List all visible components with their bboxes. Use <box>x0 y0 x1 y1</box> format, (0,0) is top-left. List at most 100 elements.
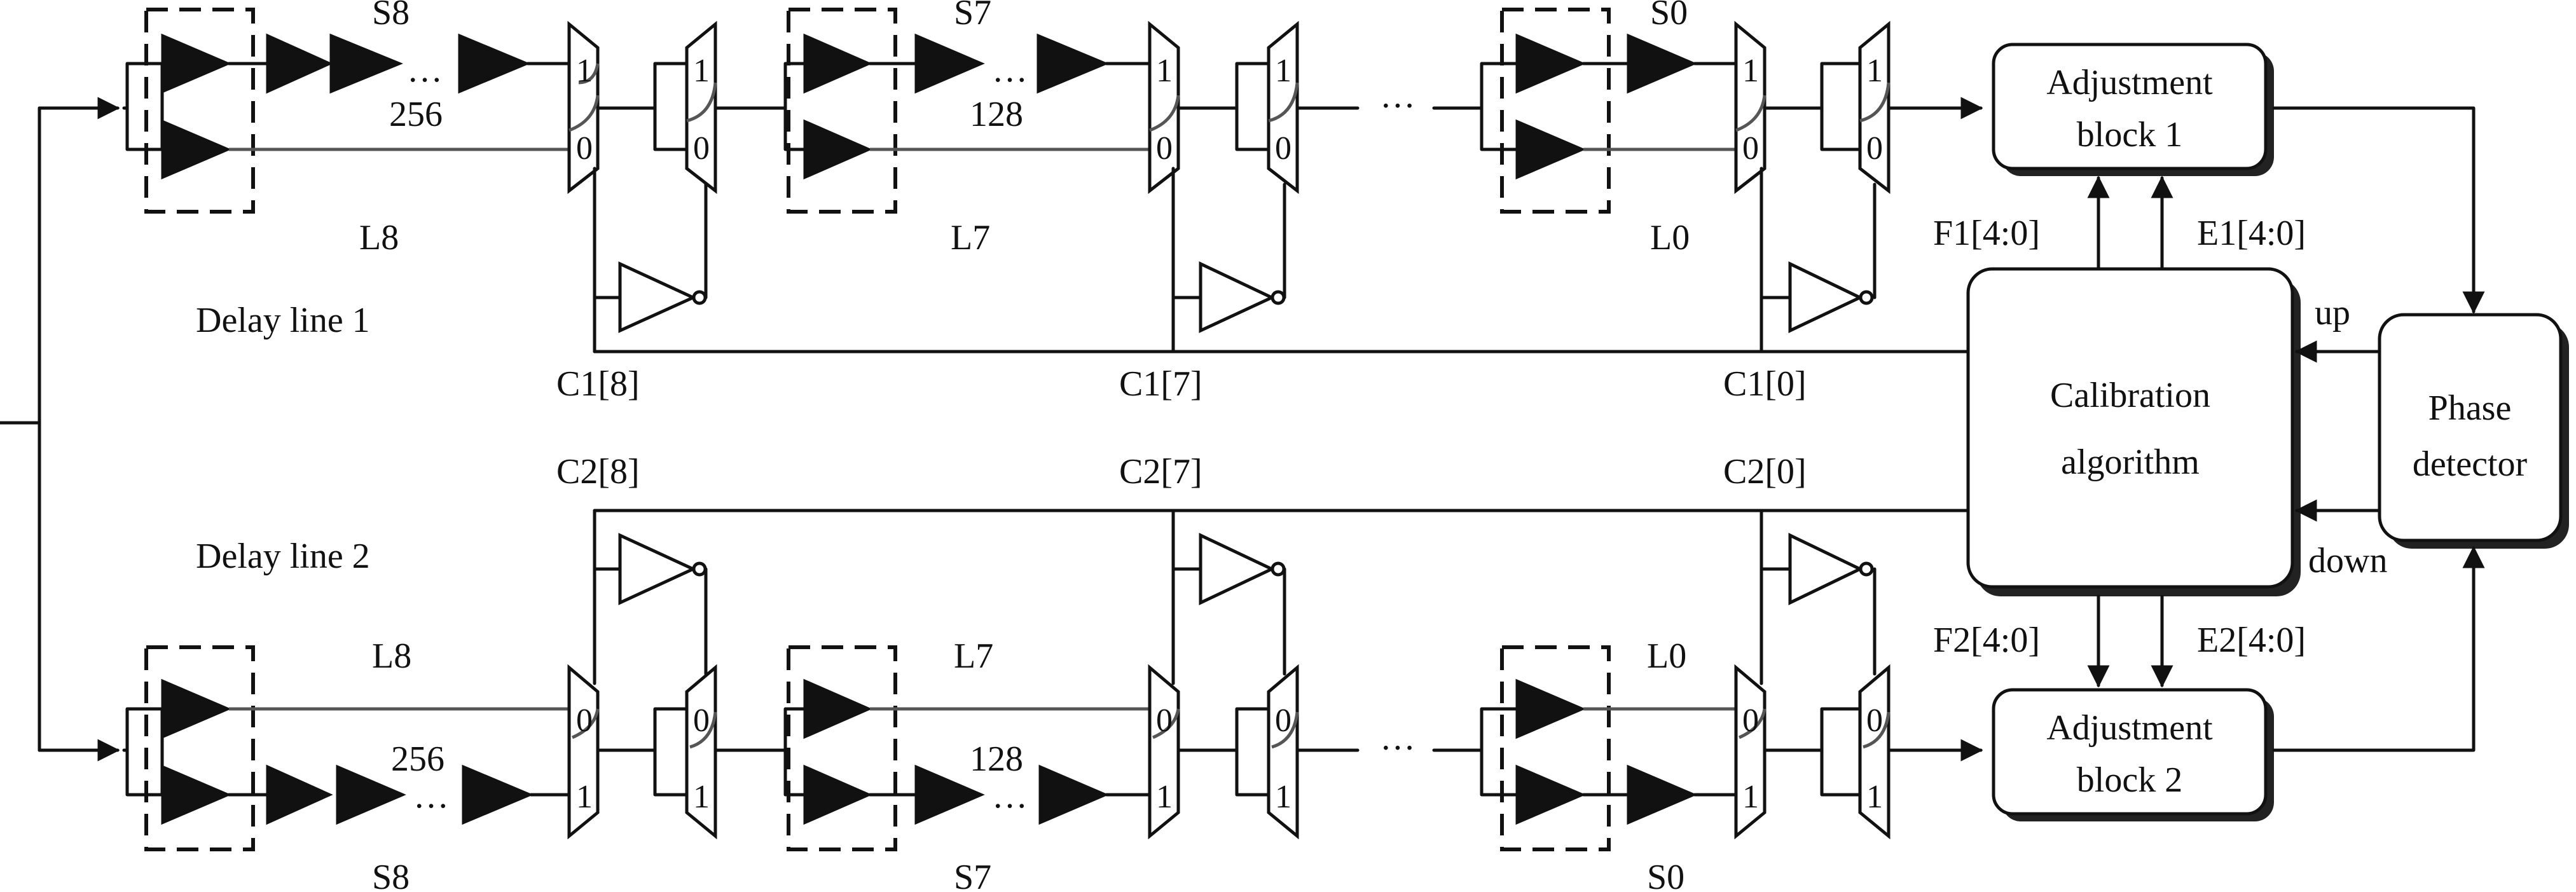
dl2-l7-mux-a <box>1148 664 1180 840</box>
dl1-stage-l7: … S7 128 L7 1 0 1 0 ··· <box>783 0 1484 353</box>
dl1-l8-buffer-bottom <box>161 119 231 180</box>
dl1-l0-s-label: S0 <box>1650 0 1688 32</box>
dl1-l8-delay-cell <box>458 33 530 94</box>
dl1-l8-mux-a <box>567 20 600 195</box>
dl2-l8-buffer-top <box>161 678 231 739</box>
dl1-l0-selector-box <box>1500 8 1611 214</box>
dl2-l8-selector-box <box>144 645 255 851</box>
delay-line-2: … 256 L8 S8 0 1 0 1 <box>122 452 1983 892</box>
dl1-l7-ellipsis: … <box>992 50 1028 90</box>
dl2-l8-delay-cell <box>462 764 534 825</box>
dl1-l7-mux-b <box>1267 20 1299 195</box>
svg-text:0: 0 <box>1156 130 1173 167</box>
dl1-l7-delay-cell <box>1037 33 1109 94</box>
svg-text:1: 1 <box>1156 53 1173 89</box>
phase-detector-block: Phase detector <box>2378 313 2569 549</box>
svg-text:1: 1 <box>576 779 593 815</box>
dl2-l8-count: 256 <box>391 739 444 779</box>
dl1-l0-buffer-top <box>1515 33 1586 94</box>
dl1-l0-inverter <box>1788 261 1864 333</box>
svg-text:0: 0 <box>1742 703 1759 739</box>
dl2-l8-buffer-bottom <box>161 764 231 825</box>
input-feed <box>0 97 120 762</box>
svg-text:0: 0 <box>1156 703 1173 739</box>
dl2-l0-buffer-bottom <box>1515 764 1586 825</box>
dl2-l0-inverter <box>1788 533 1864 605</box>
dl1-continuation: ··· <box>1380 86 1415 126</box>
delay-line-1: … S8 256 L8 1 0 1 0 <box>122 0 1983 404</box>
svg-text:1: 1 <box>1742 53 1759 89</box>
c1-0-label: C1[0] <box>1723 364 1807 404</box>
dl2-l0-mux-b <box>1858 664 1891 840</box>
svg-text:block 2: block 2 <box>2077 760 2182 800</box>
dl1-l7-l-label: L7 <box>951 218 990 257</box>
svg-text:0: 0 <box>576 130 593 167</box>
svg-text:0: 0 <box>1742 130 1759 167</box>
dl1-l7-s-label: S7 <box>954 0 991 32</box>
dl2-l7-count: 128 <box>970 739 1023 779</box>
dl2-stage-l7: … 128 L7 S7 0 1 0 1 ··· <box>783 509 1484 892</box>
c2-7-label: C2[7] <box>1119 452 1202 491</box>
dl2-l8-ellipsis: … <box>413 776 449 816</box>
svg-text:block 1: block 1 <box>2077 115 2182 154</box>
dl2-l7-l-label: L7 <box>954 636 993 676</box>
svg-text:0: 0 <box>1275 703 1291 739</box>
dl2-l7-buffer-bottom <box>803 764 872 825</box>
dl1-l8-ellipsis: … <box>407 50 443 90</box>
dl1-l0-mux-a <box>1734 20 1767 195</box>
dl1-l7-inverter <box>1199 261 1276 333</box>
f2-label: F2[4:0] <box>1933 621 2040 660</box>
svg-text:1: 1 <box>1866 53 1883 89</box>
dl2-continuation: ··· <box>1380 729 1415 768</box>
down-label: down <box>2308 541 2387 580</box>
svg-text:1: 1 <box>1742 779 1759 815</box>
svg-text:0: 0 <box>1866 130 1883 167</box>
svg-text:1: 1 <box>1275 53 1291 89</box>
up-label: up <box>2315 293 2350 333</box>
calibration-algorithm-block: Calibration algorithm <box>1966 267 2301 596</box>
dl1-l7-mux-a <box>1148 20 1180 195</box>
dl2-l8-inverter <box>618 533 697 605</box>
svg-text:Adjustment: Adjustment <box>2046 708 2213 748</box>
dl2-l0-delay-cell <box>1627 764 1697 825</box>
svg-text:Adjustment: Adjustment <box>2046 63 2213 102</box>
dl1-l0-buffer-bottom <box>1515 119 1586 180</box>
dl1-l7-delay-cell <box>914 33 985 94</box>
dl2-l7-delay-cell <box>1038 764 1109 825</box>
dl2-l7-s-label: S7 <box>954 858 991 892</box>
svg-text:1: 1 <box>1866 779 1883 815</box>
dl2-l7-mux-b <box>1267 664 1299 840</box>
dl2-l8-mux-b <box>685 664 717 840</box>
dl1-l7-selector-box <box>787 8 897 214</box>
dl2-l8-s-label: S8 <box>372 858 410 892</box>
dl2-l7-buffer-top <box>803 678 872 739</box>
dl2-l7-delay-cell <box>914 764 985 825</box>
dl2-l0-s-label: S0 <box>1647 858 1684 892</box>
svg-text:1: 1 <box>1156 779 1173 815</box>
dl1-l7-buffer-top <box>803 33 872 94</box>
dl2-l0-mux-a <box>1734 664 1767 840</box>
dl1-l7-count: 128 <box>970 95 1023 134</box>
svg-text:Calibration: Calibration <box>2050 376 2210 415</box>
svg-text:0: 0 <box>693 130 710 167</box>
svg-text:0: 0 <box>693 703 710 739</box>
dl1-l8-delay-cell <box>329 33 403 94</box>
dl2-l8-delay-cell <box>336 764 406 825</box>
f1-label: F1[4:0] <box>1933 214 2040 253</box>
dl2-l7-selector-box <box>787 645 897 851</box>
dl1-l8-selector-box <box>144 8 255 214</box>
dl2-l0-l-label: L0 <box>1647 636 1686 676</box>
dl2-l0-buffer-top <box>1515 678 1586 739</box>
c2-0-label: C2[0] <box>1723 452 1807 491</box>
c1-8-label: C1[8] <box>556 364 640 404</box>
svg-text:1: 1 <box>1275 779 1291 815</box>
adjustment-block-2: Adjustment block 2 <box>1992 688 2274 821</box>
dl2-l8-mux-a <box>567 664 600 840</box>
dl1-stage-l0: S0 L0 1 0 1 0 <box>1480 0 1983 353</box>
dl1-l8-mux-b <box>685 20 717 195</box>
e1-label: E1[4:0] <box>2197 214 2306 253</box>
dl1-l8-delay-cell <box>266 33 333 94</box>
svg-text:1: 1 <box>693 53 710 89</box>
